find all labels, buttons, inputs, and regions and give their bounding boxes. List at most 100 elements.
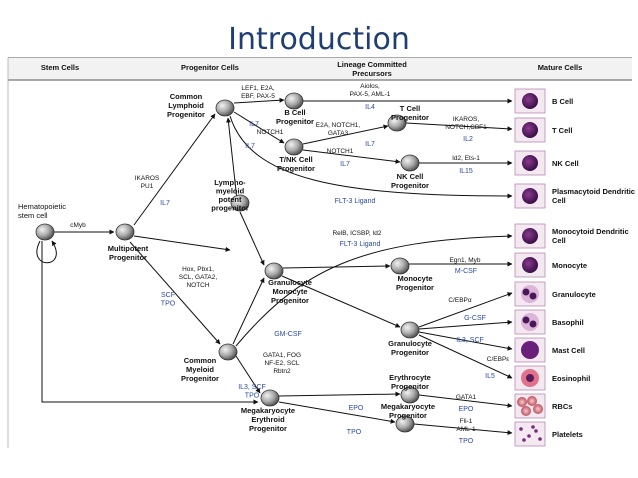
rbc-shape bbox=[533, 404, 543, 414]
mature-cell-label: Monocyte bbox=[552, 261, 587, 270]
platelet-shape bbox=[538, 437, 542, 441]
arrow-cmp-gmp bbox=[232, 277, 265, 345]
factor-relb: RelB, ICSBP, Id2 bbox=[332, 230, 381, 237]
mature-cell-image bbox=[514, 421, 546, 447]
arrow-gran-mastcell bbox=[418, 331, 513, 351]
platelet-shape bbox=[519, 427, 523, 431]
mature-cell-1 bbox=[514, 117, 546, 143]
nucleus-shape bbox=[522, 155, 538, 171]
factor-il2: IL2 bbox=[463, 136, 473, 143]
factor-epo-a: EPO bbox=[349, 405, 364, 412]
cell-gran bbox=[400, 321, 420, 339]
factor-il7-d: IL7 bbox=[340, 161, 350, 168]
cell-mpp bbox=[115, 223, 135, 241]
mature-cell-label: Basophil bbox=[552, 318, 584, 327]
self-renewal-arrow bbox=[36, 240, 57, 264]
nucleus-shape bbox=[522, 122, 538, 138]
factor-il7-a: IL7 bbox=[249, 121, 259, 128]
arrow-tcp-tcell bbox=[405, 122, 513, 132]
arrow-mep-mega bbox=[278, 401, 396, 424]
arrow-clp-pdc bbox=[229, 115, 513, 199]
nucleus-shape bbox=[526, 374, 534, 382]
arrow-mpp-lmpp bbox=[133, 235, 231, 252]
slide-title: Introduction bbox=[228, 22, 410, 57]
factor-flt3-b: FLT-3 Ligand bbox=[340, 241, 381, 248]
nucleus-shape bbox=[522, 257, 538, 273]
cell-clp bbox=[215, 99, 235, 117]
mature-cell-label: B Cell bbox=[552, 97, 573, 106]
arrow-lmpp-clp bbox=[226, 117, 238, 201]
arrow-gran-basophil bbox=[418, 319, 513, 330]
mature-cell-6 bbox=[514, 281, 546, 307]
arrow-mep-ery bbox=[278, 391, 401, 397]
cell-tcp bbox=[387, 114, 407, 132]
mature-cell-label: Granulocyte bbox=[552, 290, 596, 299]
cell-cmp bbox=[218, 343, 238, 361]
nucleus-shape bbox=[522, 93, 538, 109]
platelet-shape bbox=[531, 425, 535, 429]
mature-cell-label: NK Cell bbox=[552, 159, 579, 168]
arrow-cmp-mep bbox=[235, 355, 261, 394]
cell-hsc bbox=[35, 223, 55, 241]
mature-cell-11 bbox=[514, 421, 546, 447]
mature-cell-label: T Cell bbox=[552, 126, 572, 135]
cell-lmpp bbox=[230, 194, 250, 212]
mature-cell-7 bbox=[514, 309, 546, 335]
arrow-ery-rbcs bbox=[418, 394, 513, 408]
factor-notch1-b: NOTCH1 bbox=[327, 148, 354, 155]
factor-cmyb: cMyb bbox=[70, 222, 86, 229]
arrow-gran-eosinophil bbox=[418, 334, 513, 379]
arrow-cmp-mdc bbox=[235, 233, 513, 347]
factor-e2a: E2A, NOTCH1,GATA3 bbox=[316, 122, 361, 137]
arrow-gmp-gran bbox=[281, 275, 401, 328]
factor-il7-c: IL7 bbox=[365, 141, 375, 148]
factor-hox: Hox, Pbx1,SCL, GATA2,NOTCH bbox=[179, 266, 218, 289]
factor-il3-scf: IL3, SCF bbox=[456, 337, 484, 344]
cell-mep bbox=[260, 389, 280, 407]
arrow-tnk-tcp bbox=[302, 124, 389, 145]
header-stem-cells: Stem Cells bbox=[41, 63, 79, 72]
cell-ery bbox=[400, 386, 420, 404]
factor-mcsf: M-CSF bbox=[455, 268, 477, 275]
mature-cell-8 bbox=[514, 337, 546, 363]
nucleus-lobe bbox=[522, 316, 530, 324]
cell-mega bbox=[395, 415, 415, 433]
factor-il7-b: IL7 bbox=[245, 143, 255, 150]
cell-tnk bbox=[284, 138, 304, 156]
factor-il15: IL15 bbox=[459, 168, 473, 175]
arrow-mega-platelets bbox=[413, 423, 513, 436]
header-progenitor-cells: Progenitor Cells bbox=[181, 63, 239, 72]
mature-cell-4 bbox=[514, 223, 546, 249]
arrow-tnk-nkp bbox=[302, 149, 401, 164]
rbc-shape bbox=[527, 396, 537, 406]
factor-tpo-a: TPO bbox=[347, 429, 362, 436]
nucleus-lobe bbox=[529, 320, 537, 328]
mature-cell-label: Platelets bbox=[552, 430, 583, 439]
arrow-lmpp-gmp bbox=[239, 211, 265, 266]
mature-cell-3 bbox=[514, 183, 546, 209]
arrow-clp-bcp bbox=[233, 97, 285, 104]
factor-gcsf: G-CSF bbox=[464, 315, 486, 322]
mature-cell-label: Mast Cell bbox=[552, 346, 585, 355]
factor-epo-b: EPO bbox=[459, 406, 474, 413]
nucleus-lobe bbox=[522, 288, 530, 296]
arrow-gran-granulocyte bbox=[418, 292, 513, 328]
factor-id2: Id2, Ets-1 bbox=[452, 155, 480, 162]
arrow-clp-tnk bbox=[233, 111, 285, 144]
arrow-mpp-cmp bbox=[129, 241, 221, 345]
